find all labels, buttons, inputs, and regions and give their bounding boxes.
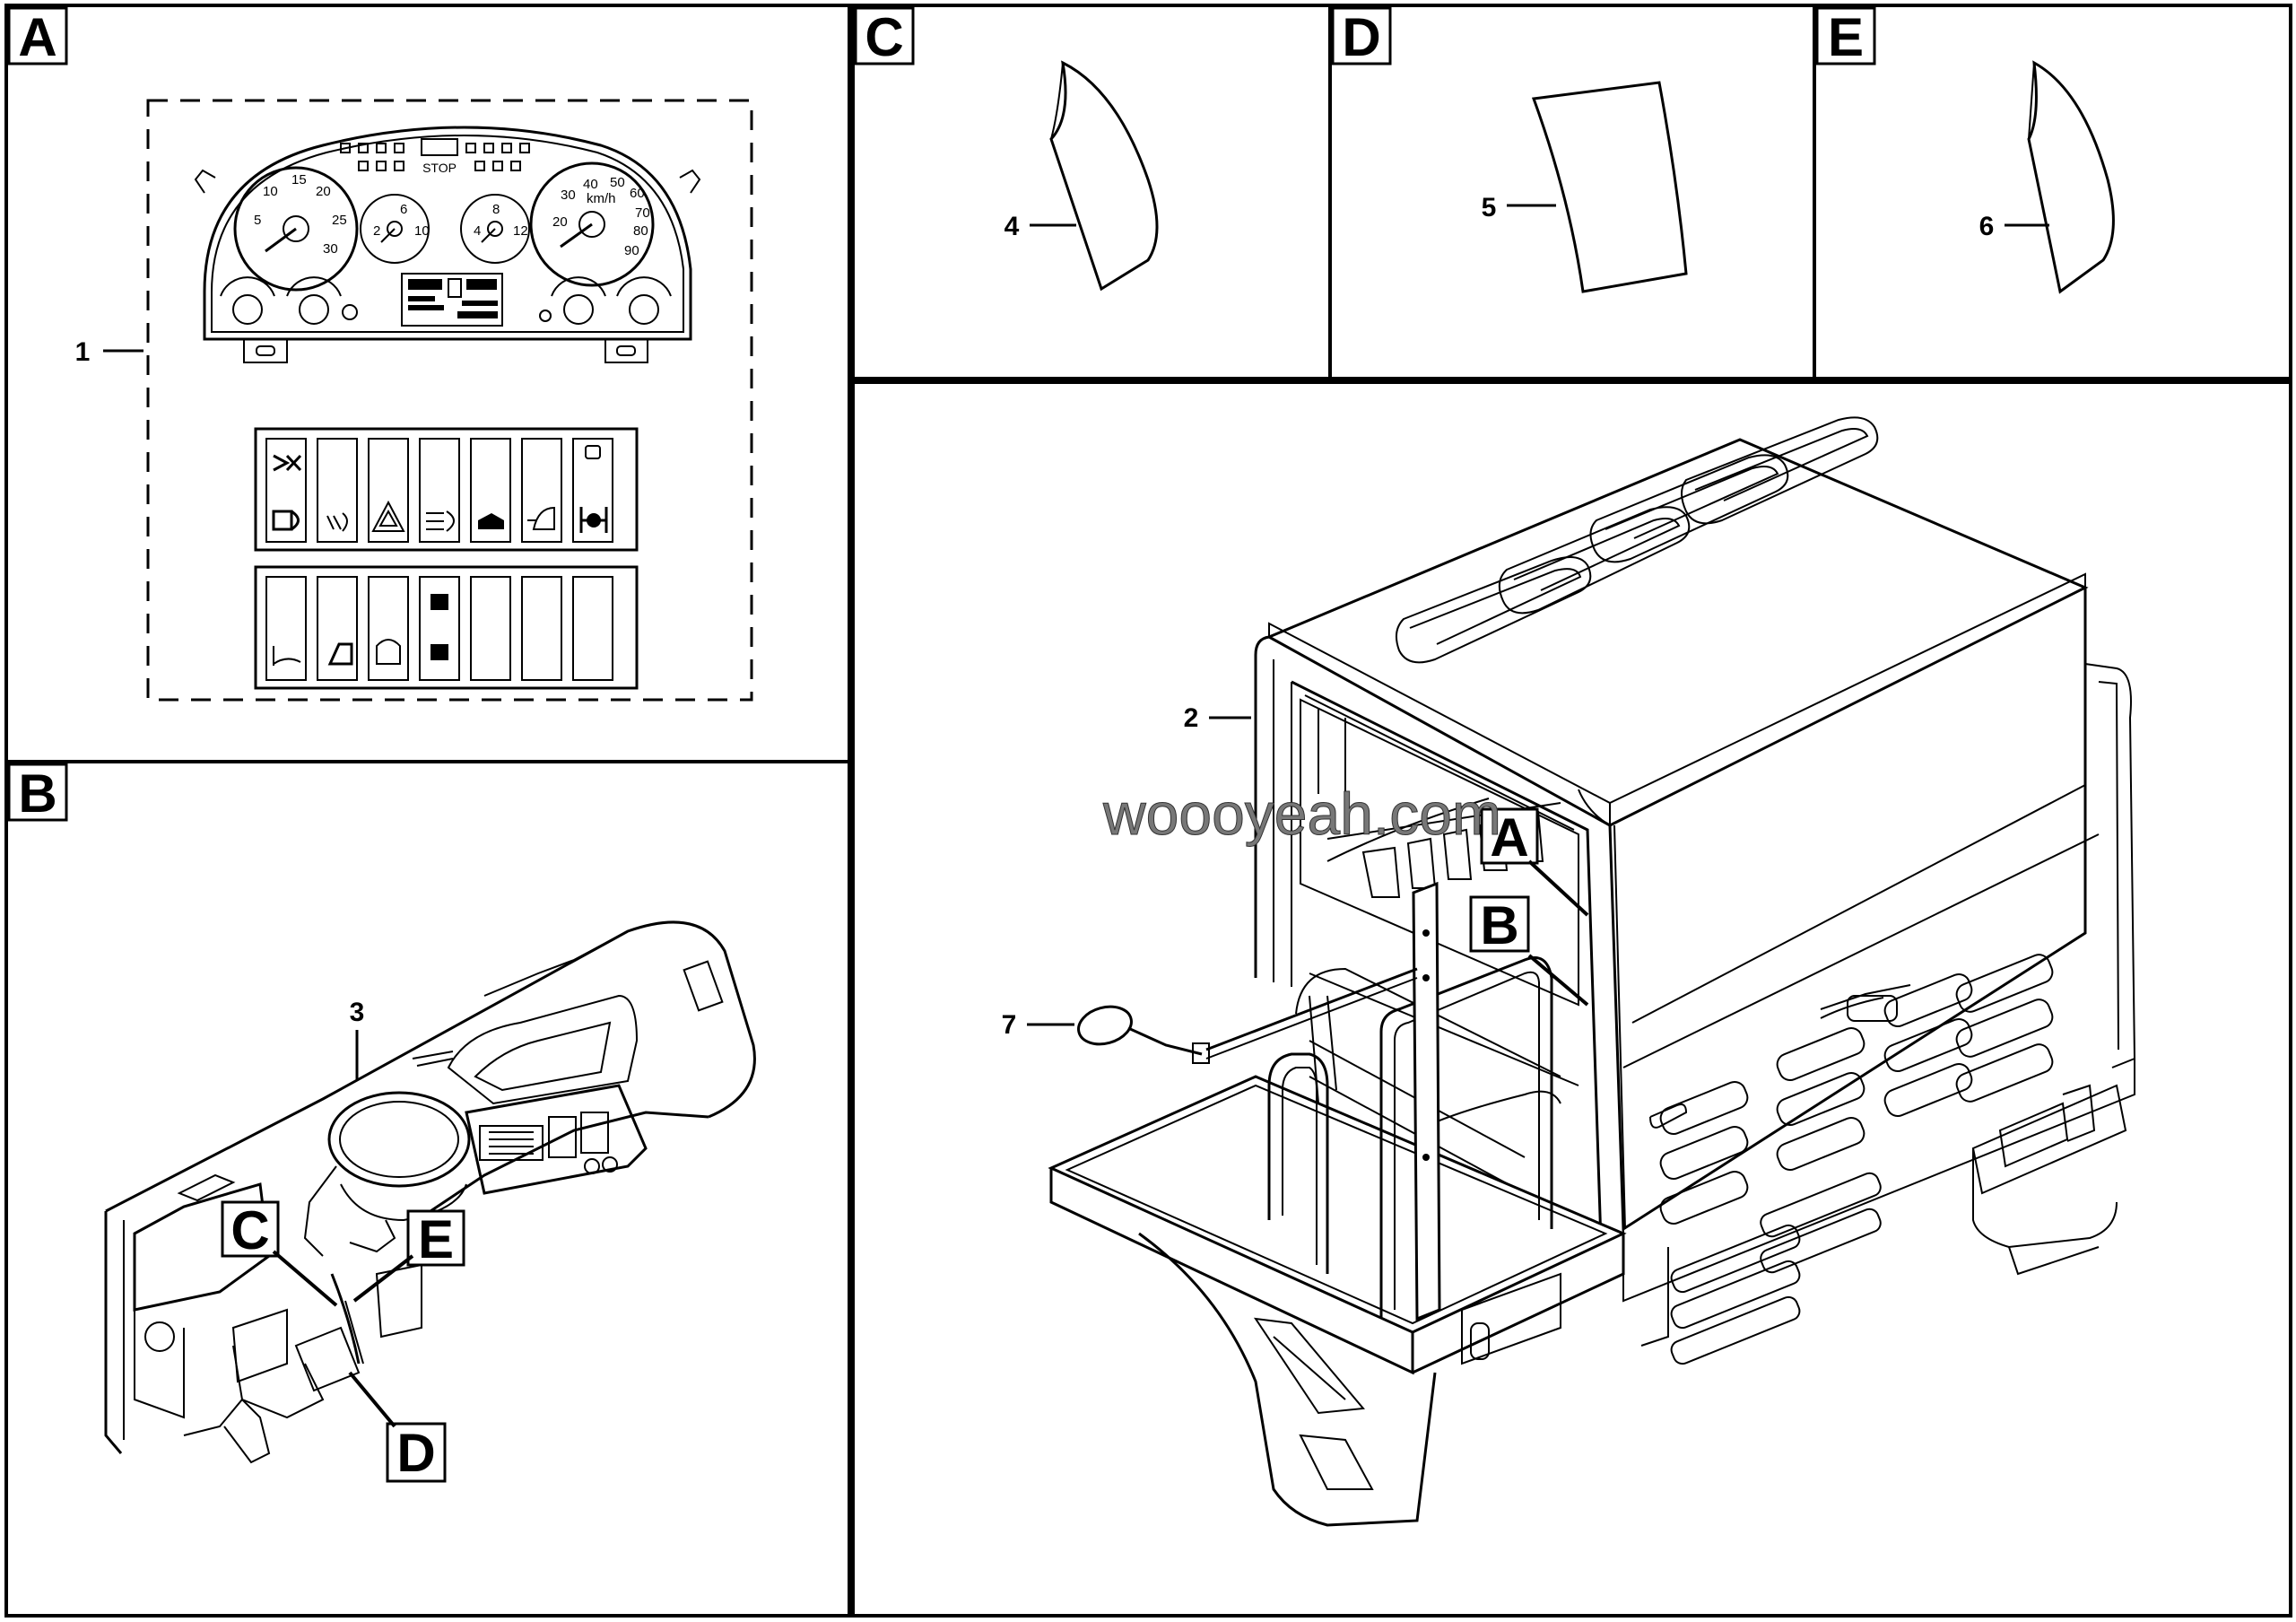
- svg-text:D: D: [396, 1423, 435, 1483]
- svg-text:10: 10: [263, 184, 278, 199]
- cab-assembly: 7 2 A B: [1002, 416, 2136, 1527]
- switch-panel-upper: [254, 427, 639, 552]
- callout-6: 6: [1979, 212, 1995, 241]
- svg-text:8: 8: [492, 202, 500, 217]
- svg-text:20: 20: [552, 214, 568, 230]
- panel-a-instrument-kit: 1 5 10 15 20 25 30 2: [75, 99, 753, 702]
- dash-marker-e: E: [352, 1209, 465, 1303]
- svg-text:STOP: STOP: [422, 161, 457, 175]
- svg-text:A: A: [18, 7, 57, 67]
- svg-text:80: 80: [633, 223, 648, 239]
- dash-marker-d: D: [348, 1371, 447, 1483]
- svg-text:30: 30: [323, 241, 338, 257]
- panel-c-decal: 4: [1004, 60, 1159, 292]
- panel-label-b: B: [7, 763, 68, 824]
- svg-text:E: E: [418, 1209, 454, 1269]
- svg-text:B: B: [18, 763, 57, 824]
- svg-text:12: 12: [513, 223, 528, 239]
- callout-5: 5: [1482, 193, 1497, 222]
- panel-e-decal: 6: [1979, 60, 2115, 294]
- callout-3: 3: [350, 998, 365, 1027]
- panel-b-dashboard: 3: [104, 920, 756, 1483]
- svg-text:B: B: [1480, 895, 1518, 955]
- svg-text:70: 70: [635, 205, 650, 221]
- switch-panel-lower: [254, 565, 639, 690]
- svg-text:4: 4: [474, 223, 481, 239]
- cab-marker-a: A: [1480, 807, 1589, 917]
- callout-1: 1: [75, 337, 91, 367]
- panel-label-a: A: [7, 6, 68, 67]
- callout-2: 2: [1184, 703, 1199, 733]
- svg-text:C: C: [865, 7, 903, 67]
- dash-marker-c: C: [221, 1200, 338, 1307]
- svg-text:6: 6: [400, 202, 407, 217]
- panel-label-e: E: [1815, 6, 1876, 67]
- callout-7: 7: [1002, 1010, 1017, 1040]
- svg-text:A: A: [1490, 807, 1528, 868]
- panel-label-d: D: [1331, 6, 1392, 67]
- panel-label-c: C: [854, 6, 915, 67]
- warning-lamps: STOP: [340, 138, 530, 175]
- panel-d-decal: 5: [1482, 81, 1688, 293]
- svg-text:5: 5: [254, 213, 261, 228]
- instrument-cluster: 5 10 15 20 25 30 2 6 10 4 8 12 20 30: [194, 126, 701, 363]
- panel-frames: [4, 4, 2292, 1618]
- svg-text:10: 10: [414, 223, 430, 239]
- svg-text:90: 90: [624, 243, 639, 258]
- svg-text:40: 40: [583, 177, 598, 192]
- watermark: woooyeah.com: [1102, 780, 1501, 847]
- mirror: 7: [1002, 967, 1418, 1064]
- callout-4: 4: [1004, 212, 1020, 241]
- svg-text:C: C: [230, 1200, 269, 1260]
- svg-text:15: 15: [291, 172, 307, 187]
- cab-marker-b: B: [1469, 895, 1589, 1007]
- svg-text:E: E: [1828, 7, 1864, 67]
- svg-text:60: 60: [630, 186, 645, 201]
- svg-text:20: 20: [316, 184, 331, 199]
- cab-grilles: [1649, 954, 2054, 1365]
- svg-text:km/h: km/h: [587, 191, 616, 206]
- svg-text:25: 25: [332, 213, 347, 228]
- svg-text:D: D: [1342, 7, 1380, 67]
- svg-text:50: 50: [610, 175, 625, 190]
- svg-text:2: 2: [373, 223, 380, 239]
- svg-text:30: 30: [561, 187, 576, 203]
